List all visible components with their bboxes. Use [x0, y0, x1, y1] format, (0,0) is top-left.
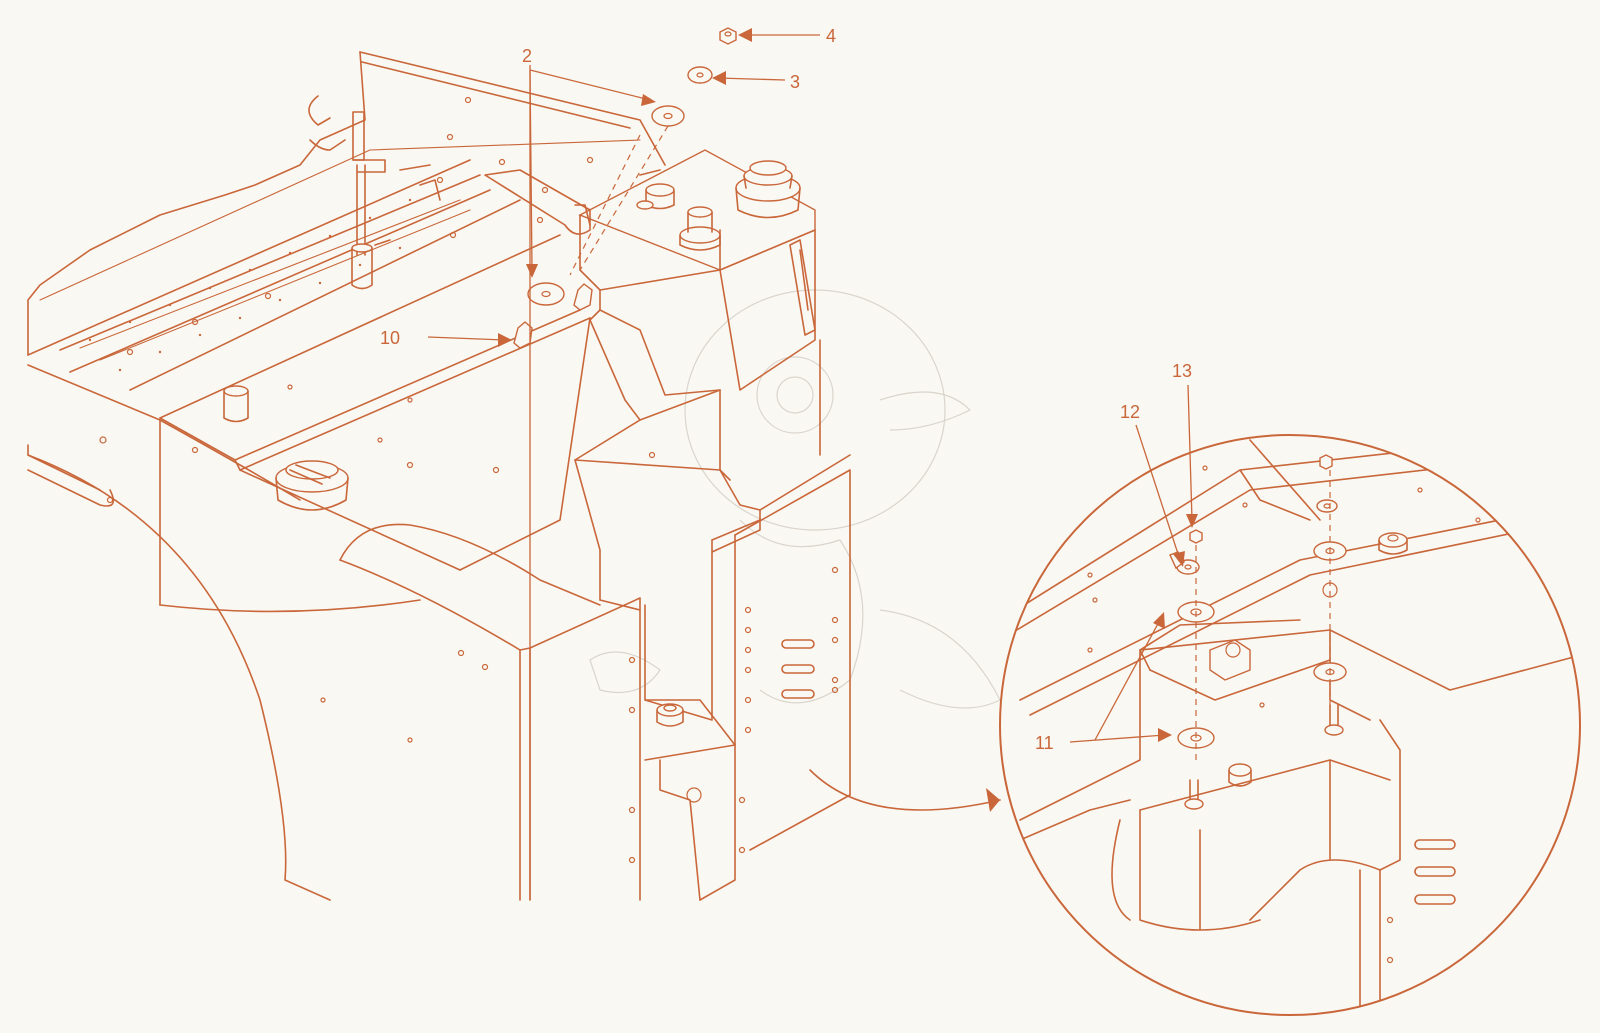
callout-3: 3 — [790, 72, 800, 92]
callout-4: 4 — [826, 26, 836, 46]
detail-pointer-arrow — [809, 769, 1001, 812]
exploded-hardware — [513, 27, 737, 349]
detail-magnifier-view — [999, 434, 1581, 1016]
frame-holes — [99, 96, 594, 743]
callout-12: 12 — [1120, 402, 1140, 422]
callout-11: 11 — [1035, 733, 1054, 753]
callout-leaders — [427, 28, 1198, 900]
main-chassis-frame — [27, 51, 666, 901]
callout-10: 10 — [380, 328, 400, 348]
callout-13: 13 — [1172, 361, 1192, 381]
rail-dots — [88, 198, 412, 372]
plate-holes — [628, 451, 839, 864]
callout-2: 2 — [522, 46, 532, 66]
callout-labels: 2 3 4 10 11 12 13 — [380, 26, 1192, 753]
hydraulic-tank-assembly — [484, 149, 851, 901]
